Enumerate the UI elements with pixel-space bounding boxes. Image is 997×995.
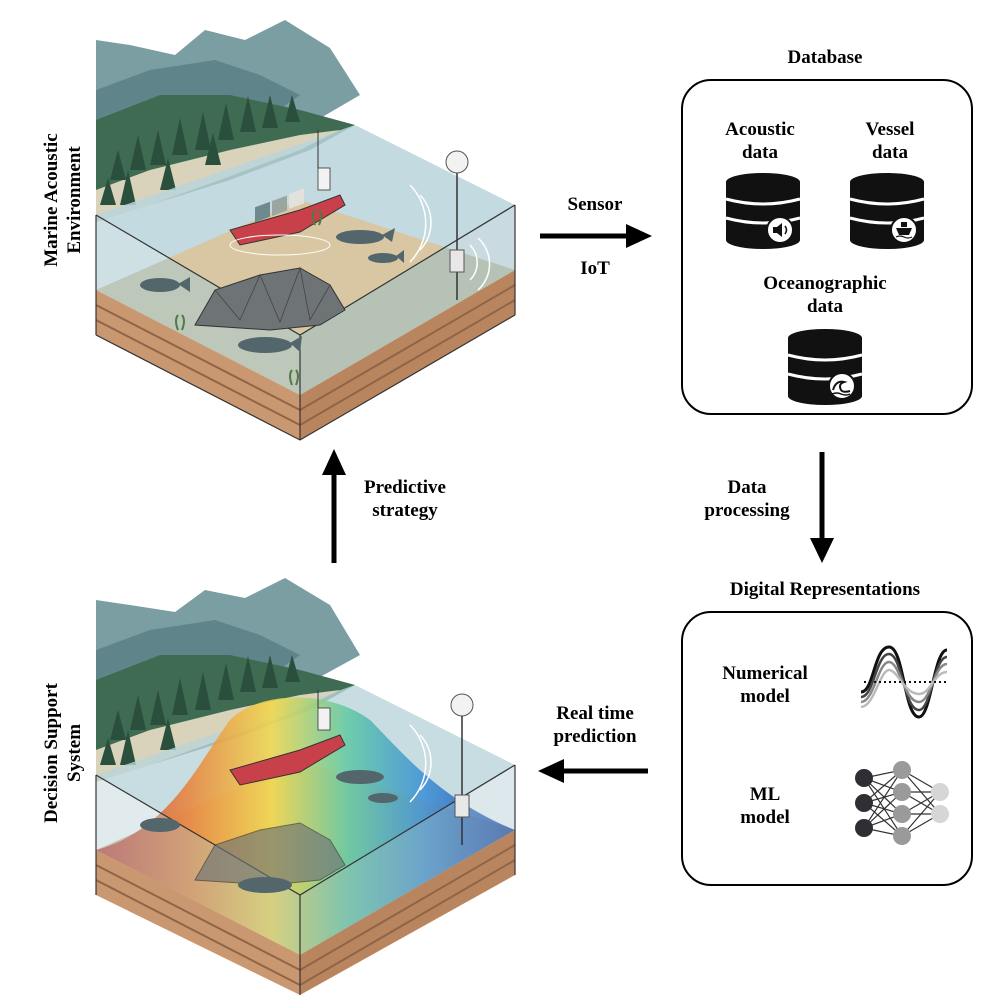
oceanographic-data-label: Oceanographic data (763, 273, 887, 317)
digital-representations-title: Digital Representations (729, 579, 921, 600)
neural-network-icon (855, 761, 949, 845)
real-time-prediction-arrow (538, 759, 648, 783)
database-title: Database (787, 47, 863, 68)
digital-representations-panel (681, 611, 973, 886)
waveform-icon (860, 645, 948, 719)
sensor-arrow (540, 224, 652, 248)
vessel-data-label: Vessel data (865, 119, 915, 163)
predictive-strategy-label: Predictive strategy (364, 477, 446, 521)
vessel-database-icon (849, 173, 925, 249)
wave-icon (831, 380, 851, 396)
iot-label: IoT (580, 258, 610, 279)
numerical-model-label: Numerical model (722, 663, 808, 707)
ship-icon (895, 222, 913, 239)
acoustic-data-label: Acoustic data (725, 119, 795, 163)
data-processing-label: Data processing (704, 477, 790, 521)
sensor-label: Sensor (567, 194, 623, 215)
data-processing-arrow (810, 452, 834, 563)
speaker-icon (773, 223, 788, 237)
predictive-strategy-arrow (322, 449, 346, 563)
real-time-prediction-label: Real time prediction (553, 703, 637, 747)
whale-illustration (140, 228, 404, 353)
ml-model-label: ML model (740, 784, 790, 828)
acoustic-database-icon (725, 173, 801, 249)
buoy-illustration (409, 150, 491, 300)
ship-illustration (229, 130, 346, 256)
oceanographic-database-icon (787, 329, 863, 405)
